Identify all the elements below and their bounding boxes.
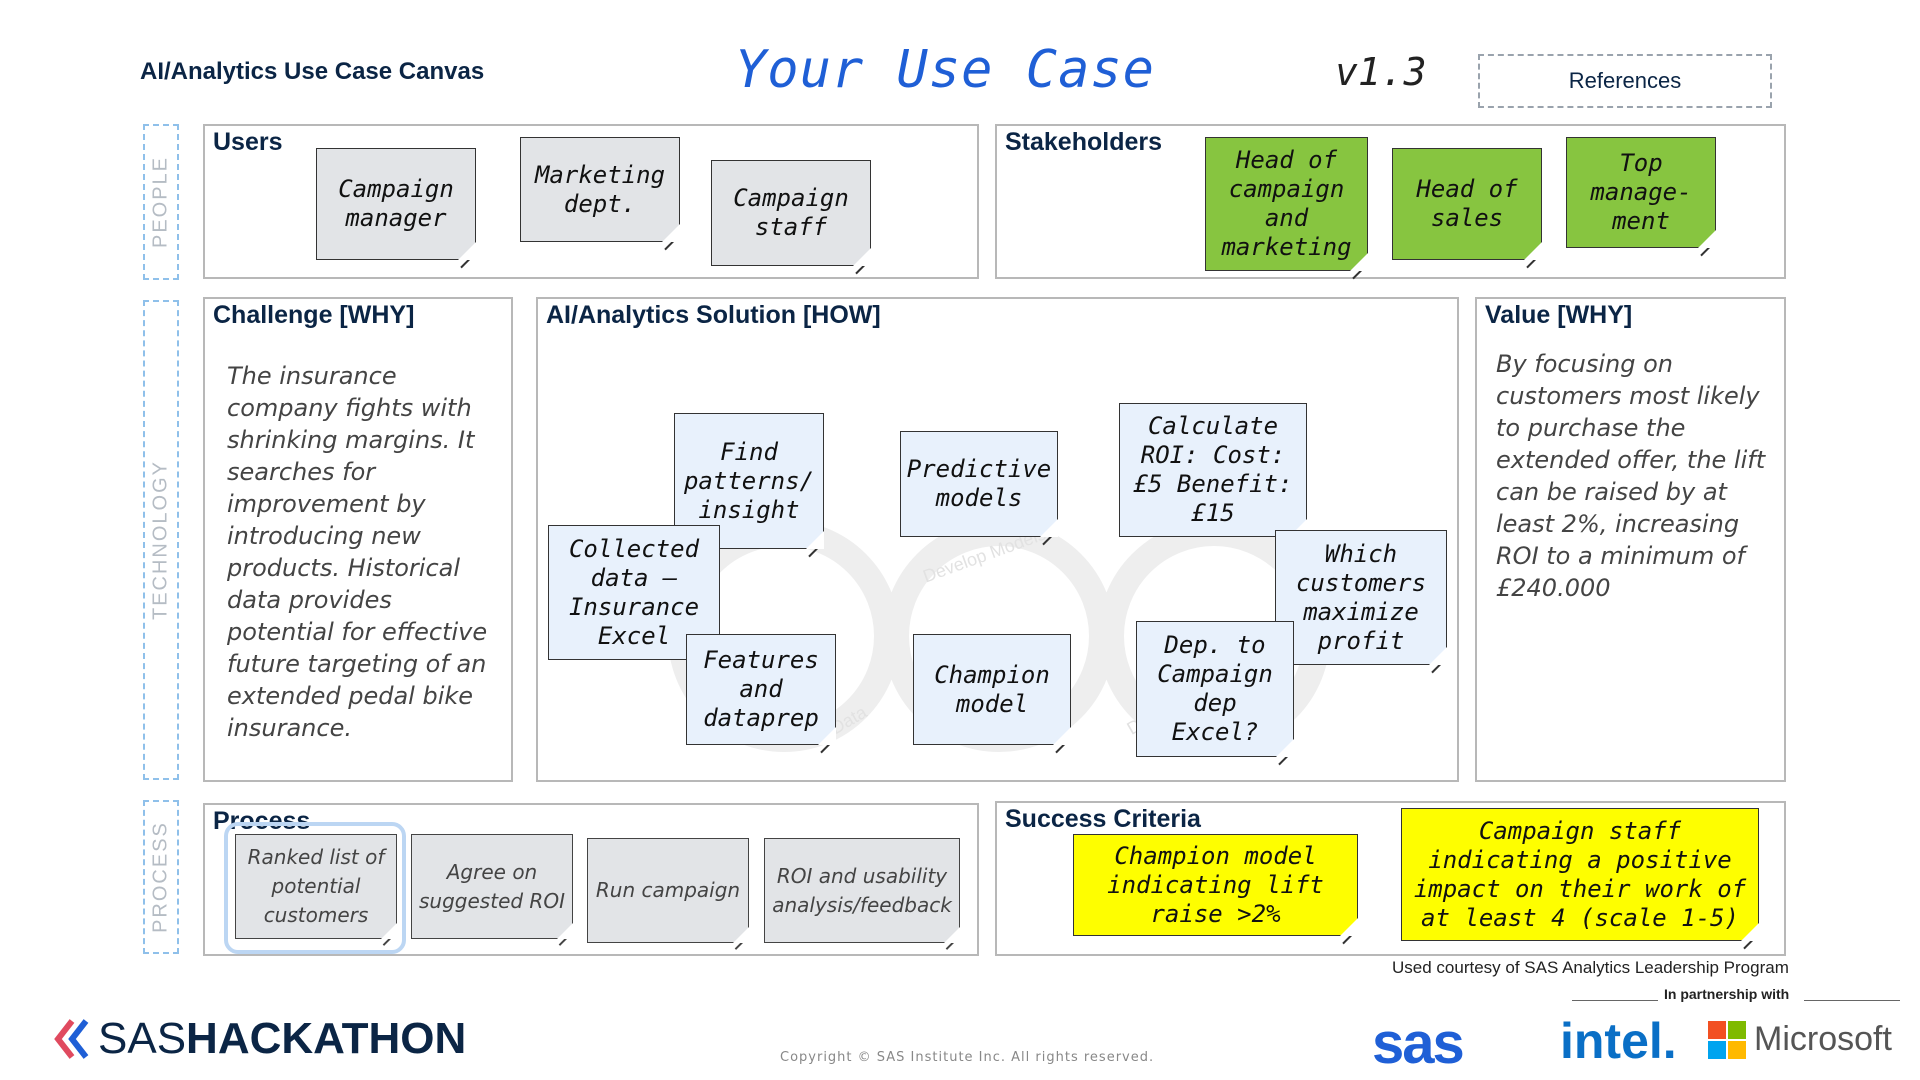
partner-line-left: [1572, 1000, 1658, 1001]
solution-note-deploy-excel[interactable]: Dep. to Campaign dep Excel?: [1136, 621, 1294, 757]
challenge-text: The insurance company fights with shrink…: [227, 362, 488, 742]
solution-title: AI/Analytics Solution [HOW]: [546, 301, 881, 329]
lane-people: PEOPLE: [143, 124, 179, 280]
process-note-roi-analysis[interactable]: ROI and usability analysis/feedback: [764, 838, 960, 943]
version-label: v1.3: [1335, 50, 1427, 94]
solution-note-features-dataprep[interactable]: Features and dataprep: [686, 634, 836, 745]
stakeholders-title: Stakeholders: [1005, 128, 1163, 156]
copyright-text: Copyright © SAS Institute Inc. All right…: [780, 1050, 1155, 1065]
courtesy-text: Used courtesy of SAS Analytics Leadershi…: [1392, 958, 1789, 977]
solution-note-predictive-models[interactable]: Predictive models: [900, 431, 1058, 537]
process-note-run-campaign[interactable]: Run campaign: [587, 838, 749, 943]
intel-logo: intel.: [1560, 1013, 1677, 1069]
sas-hackathon-logo: SAS HACKATHON: [52, 1014, 466, 1064]
challenge-title: Challenge [WHY]: [213, 301, 415, 329]
lane-technology-label: TECHNOLOGY: [149, 459, 172, 621]
success-note-staff-feedback[interactable]: Campaign staff indicating a positive imp…: [1401, 808, 1759, 941]
stakeholder-note-head-of-campaign[interactable]: Head of campaign and marketing: [1205, 137, 1368, 271]
solution-note-champion-model[interactable]: Champion model: [913, 634, 1071, 745]
microsoft-grid-icon: [1708, 1020, 1746, 1059]
lane-process: PROCESS: [143, 800, 179, 954]
stakeholder-note-top-management[interactable]: Top manage-ment: [1566, 137, 1716, 248]
microsoft-logo-text: Microsoft: [1754, 1020, 1892, 1058]
partner-line-right: [1804, 1000, 1900, 1001]
sas-logo: sas: [1372, 1011, 1465, 1076]
user-note-campaign-staff[interactable]: Campaign staff: [711, 160, 871, 266]
users-title: Users: [213, 128, 283, 156]
lane-technology: TECHNOLOGY: [143, 300, 179, 780]
chevron-logo-icon: [54, 1019, 89, 1059]
success-title: Success Criteria: [1005, 805, 1201, 833]
challenge-section: Challenge [WHY]: [203, 297, 513, 782]
success-note-champion-lift[interactable]: Champion model indicating lift raise >2%: [1073, 834, 1358, 936]
process-note-agree-roi[interactable]: Agree on suggested ROI: [411, 834, 573, 939]
microsoft-logo: Microsoft: [1708, 1020, 1892, 1059]
lane-people-label: PEOPLE: [149, 155, 172, 249]
value-section: Value [WHY]: [1475, 297, 1786, 782]
stakeholder-note-head-of-sales[interactable]: Head of sales: [1392, 148, 1542, 260]
logo-hack-bold: HACKATHON: [186, 1014, 467, 1063]
user-note-campaign-manager[interactable]: Campaign manager: [316, 148, 476, 260]
solution-note-calculate-roi[interactable]: Calculate ROI: Cost: £5 Benefit: £15: [1119, 403, 1307, 537]
references-button[interactable]: References: [1478, 54, 1772, 108]
canvas-title: AI/Analytics Use Case Canvas: [140, 58, 485, 85]
value-text: By focusing on customers most likely to …: [1496, 350, 1766, 602]
solution-note-which-customers[interactable]: Which customers maximize profit: [1275, 530, 1447, 665]
partnership-text: In partnership with: [1664, 986, 1790, 1002]
process-selection-highlight: [224, 822, 406, 954]
lane-process-label: PROCESS: [149, 821, 172, 933]
logo-hack-light: SAS: [98, 1014, 187, 1063]
user-note-marketing-dept[interactable]: Marketing dept.: [520, 137, 680, 242]
use-case-title[interactable]: Your Use Case: [735, 40, 1155, 100]
process-note-ranked-list[interactable]: Ranked list of potential customers: [235, 834, 397, 939]
value-title: Value [WHY]: [1485, 301, 1633, 329]
